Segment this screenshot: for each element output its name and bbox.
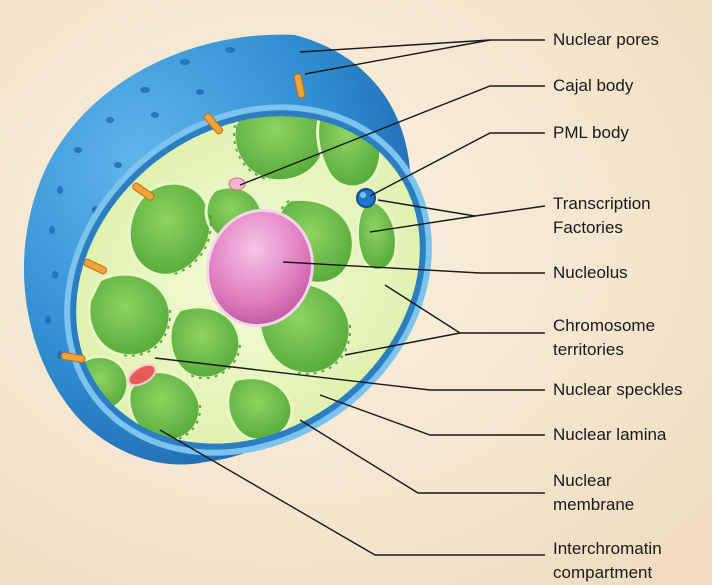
- label-nuclear-membrane-line1: Nuclear: [553, 470, 612, 492]
- label-nucleolus: Nucleolus: [553, 262, 628, 284]
- label-transcription-factories-line1: Transcription: [553, 193, 651, 215]
- label-nuclear-membrane-line2: membrane: [553, 494, 634, 516]
- pml-body: [357, 189, 375, 207]
- label-interchromatin-line2: compartment: [553, 562, 652, 584]
- label-nuclear-speckles: Nuclear speckles: [553, 379, 682, 401]
- label-transcription-factories-line2: Factories: [553, 217, 623, 239]
- label-nuclear-lamina: Nuclear lamina: [553, 424, 666, 446]
- label-cajal-body: Cajal body: [553, 75, 633, 97]
- label-interchromatin-line1: Interchromatin: [553, 538, 662, 560]
- label-nuclear-pores: Nuclear pores: [553, 29, 659, 51]
- label-chromosome-territories-line2: territories: [553, 339, 624, 361]
- label-pml-body: PML body: [553, 122, 629, 144]
- label-chromosome-territories-line1: Chromosome: [553, 315, 655, 337]
